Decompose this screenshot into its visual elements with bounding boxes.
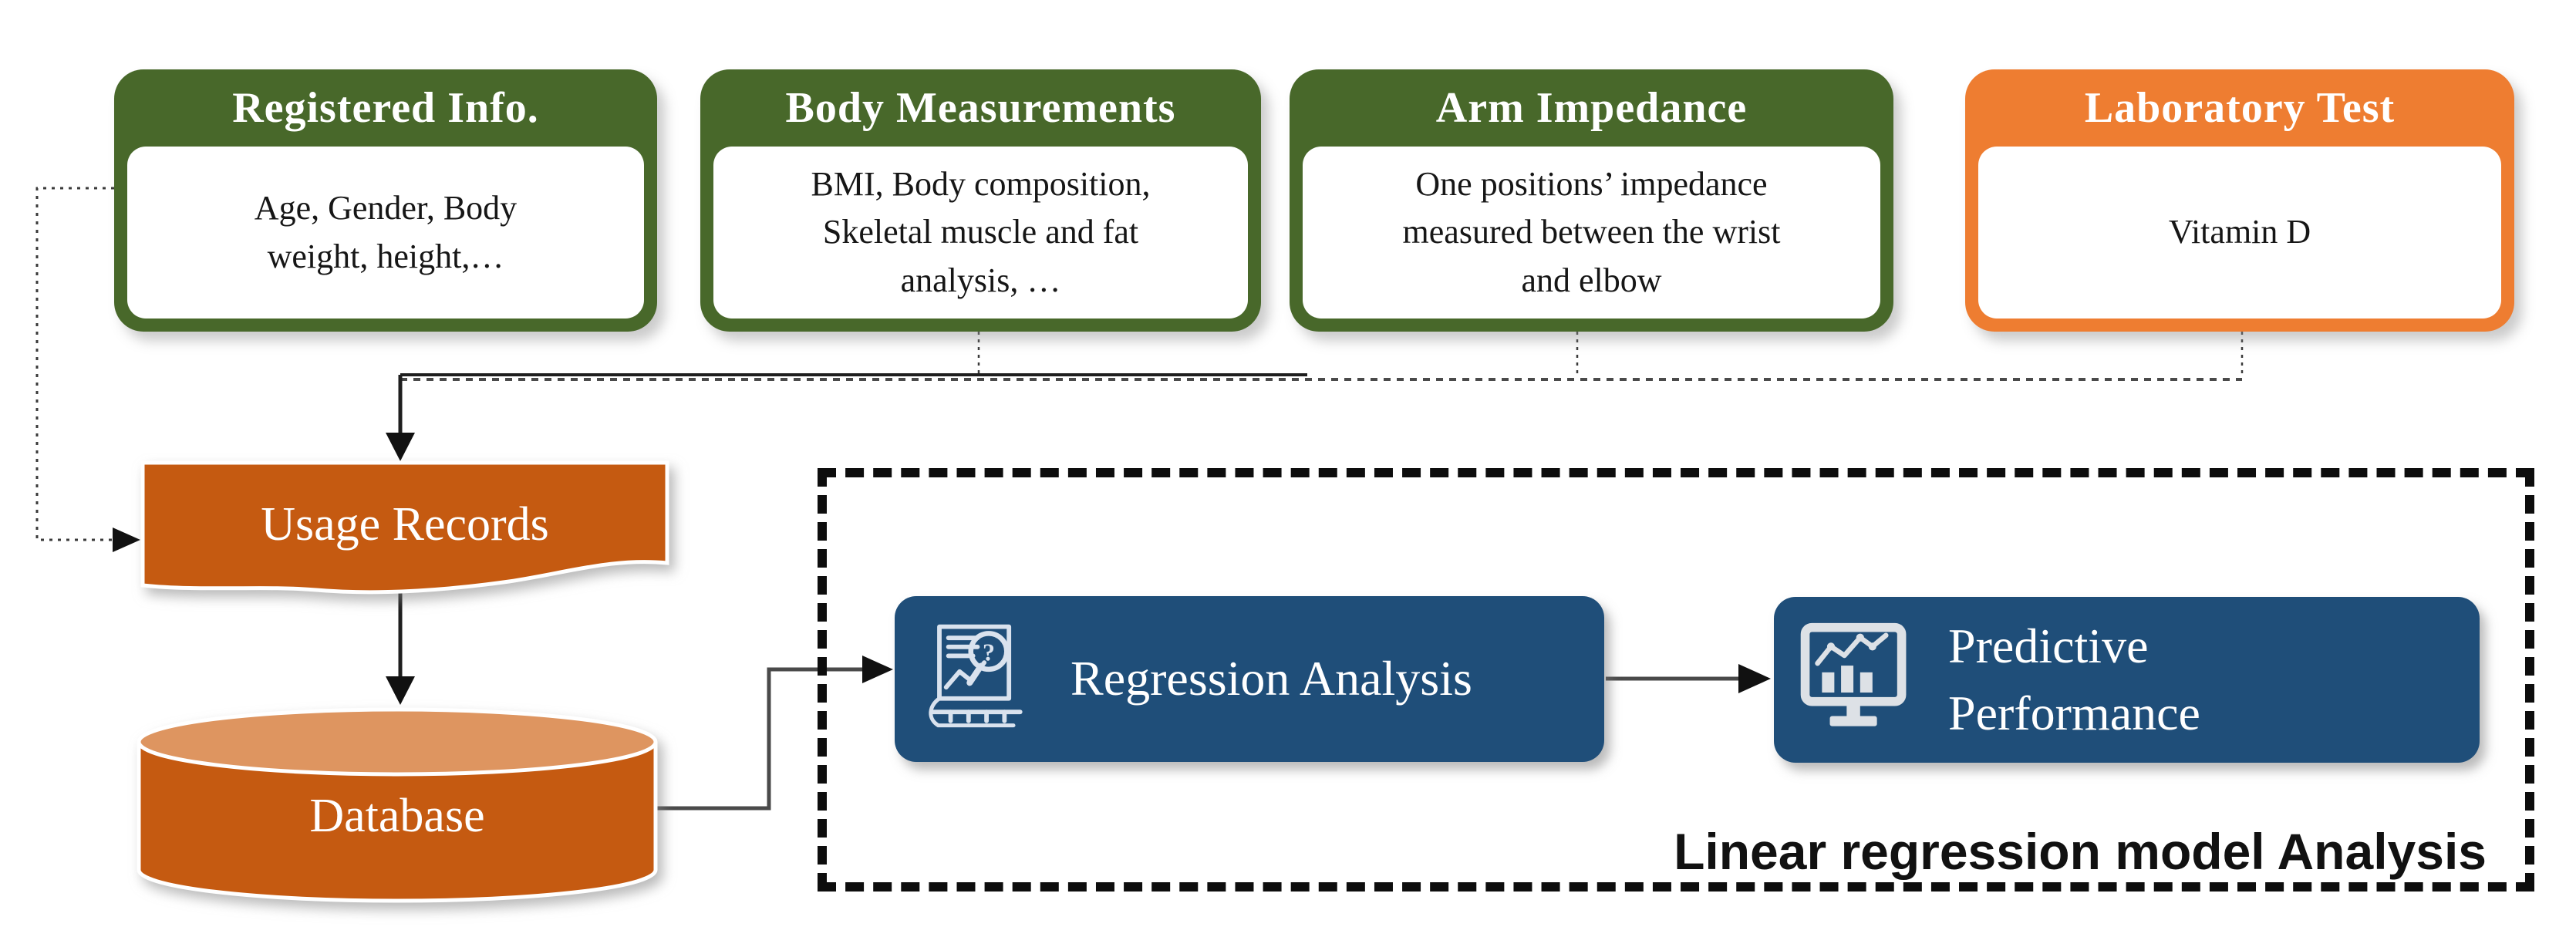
scroll-chart-magnifier-icon: ? [929,624,1023,727]
arm-impedance-title: Arm Impedance [1435,84,1748,132]
predictive-line-2: Performance [1948,685,2200,740]
database-label: Database [309,790,485,842]
registered-info-header: Registered Info. [114,69,657,147]
linear-regression-group-label: Linear regression model Analysis [1674,823,2487,880]
database-cylinder-svg [137,707,658,903]
body-measurements-line-3: analysis, … [900,261,1061,299]
predictive-line-1: Predictive [1948,618,2149,674]
predictive-performance-label: Predictive Performance [1948,613,2200,747]
arm-impedance-line-1: One positions’ impedance [1415,164,1768,203]
registered-info-box: Registered Info. Age, Gender, Body weigh… [114,69,657,332]
body-measurements-line-1: BMI, Body composition, [811,164,1151,203]
laboratory-test-line-1: Vitamin D [2168,213,2311,251]
usage-records-flag-path [140,460,669,595]
laboratory-test-title: Laboratory Test [2084,84,2396,132]
registered-info-line-2: weight, height,… [267,237,504,275]
body-measurements-title: Body Measurements [785,84,1176,132]
laboratory-test-box: Laboratory Test Vitamin D [1965,69,2514,332]
svg-text:?: ? [983,638,995,666]
predictive-performance-box: Predictive Performance [1774,597,2480,763]
arm-impedance-header: Arm Impedance [1290,69,1893,147]
regression-analysis-box: ? Regression Analysis [895,596,1604,762]
body-measurements-header: Body Measurements [700,69,1261,147]
arm-impedance-line-2: measured between the wrist [1402,213,1781,251]
usage-records-flag-svg [140,460,669,595]
registered-info-line-1: Age, Gender, Body [254,189,518,228]
body-measurements-box: Body Measurements BMI, Body composition,… [700,69,1261,332]
database-cylinder-body [137,742,658,903]
registered-info-body: Age, Gender, Body weight, height,… [127,147,644,319]
arrowhead-into-usage-left [113,527,140,552]
database-cylinder-top [137,707,658,777]
monitor-chart-icon [1800,622,1907,726]
registered-info-title: Registered Info. [232,84,539,132]
linear-regression-group-frame [818,468,2534,891]
arm-impedance-box: Arm Impedance One positions’ impedance m… [1290,69,1893,332]
body-measurements-body: BMI, Body composition, Skeletal muscle a… [713,147,1248,319]
arm-impedance-body: One positions’ impedance measured betwee… [1303,147,1880,319]
laboratory-test-header: Laboratory Test [1965,69,2514,147]
usage-records-label: Usage Records [261,498,549,551]
body-measurements-line-2: Skeletal muscle and fat [822,213,1139,251]
database-shape: Database [135,693,659,916]
arm-impedance-line-3: and elbow [1521,261,1662,299]
arrowhead-into-usage-top [386,433,415,461]
regression-analysis-label: Regression Analysis [1071,651,1472,706]
laboratory-test-body: Vitamin D [1978,147,2501,319]
usage-records-shape: Usage Records [140,460,669,626]
